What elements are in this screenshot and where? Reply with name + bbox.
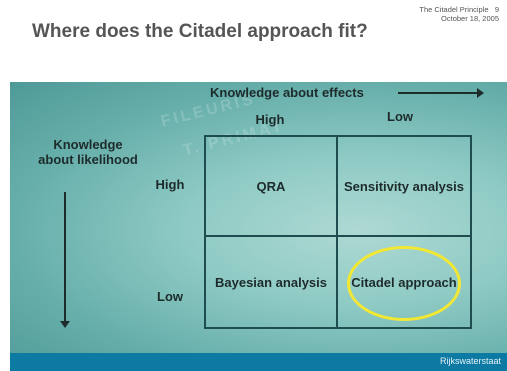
cell-bayesian-label: Bayesian analysis xyxy=(214,274,328,290)
likelihood-axis-arrow xyxy=(60,192,70,328)
diagram-panel: FILEURIS T. PRIMAT Knowledge about effec… xyxy=(10,82,507,353)
header-meta: The Citadel Principle 9 October 18, 2005 xyxy=(359,5,499,23)
row-label-low: Low xyxy=(157,289,183,304)
column-label-high: High xyxy=(255,112,285,127)
cell-bayesian-analysis: Bayesian analysis xyxy=(204,236,337,329)
effects-axis-arrow xyxy=(398,88,484,98)
effects-axis-label: Knowledge about effects xyxy=(210,85,364,100)
cell-sensitivity-label: Sensitivity analysis xyxy=(344,178,464,194)
likelihood-axis-label: Knowledge about likelihood xyxy=(38,137,138,167)
footer-bar: Rijkswaterstaat xyxy=(10,353,507,371)
cell-citadel-approach: Citadel approach xyxy=(337,236,472,329)
highlight-ellipse xyxy=(347,246,461,321)
column-label-low: Low xyxy=(387,109,413,124)
cell-citadel-label: Citadel approach xyxy=(351,274,457,290)
document-date: October 18, 2005 xyxy=(441,14,499,23)
cell-qra-label: QRA xyxy=(256,178,286,194)
row-label-high: High xyxy=(155,177,185,192)
knowledge-matrix: QRA Sensitivity analysis Bayesian analys… xyxy=(204,135,472,329)
footer-brand: Rijkswaterstaat xyxy=(439,356,501,366)
document-title: The Citadel Principle xyxy=(419,5,489,14)
cell-sensitivity-analysis: Sensitivity analysis xyxy=(337,135,472,236)
cell-qra: QRA xyxy=(204,135,337,236)
page-number: 9 xyxy=(494,5,499,14)
slide-title: Where does the Citadel approach fit? xyxy=(32,21,368,42)
